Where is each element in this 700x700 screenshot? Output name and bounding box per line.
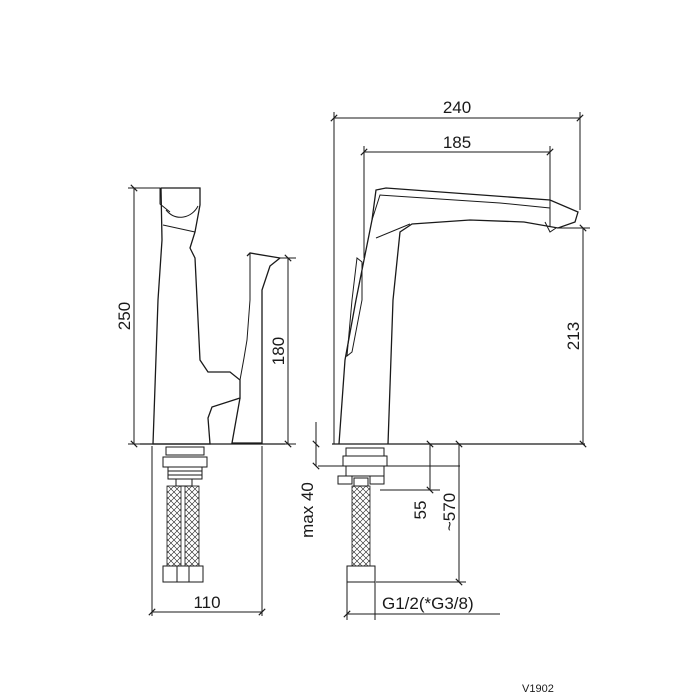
dim-shank-length: 55 — [411, 501, 430, 520]
dim-base-depth: 110 — [193, 593, 220, 612]
side-view-hoses — [162, 485, 204, 583]
dim-handle-height: 180 — [269, 337, 288, 365]
side-view-handle — [231, 252, 282, 444]
front-view: 240 185 213 max 40 55 ~570 G1/2(*G3/8) — [298, 98, 590, 620]
dim-max-thickness: max 40 — [298, 482, 317, 538]
model-label: V1902 — [522, 683, 554, 695]
front-view-body — [338, 187, 579, 445]
dim-hose-length: ~570 — [440, 493, 459, 531]
side-view-shank — [162, 446, 208, 487]
dim-thread: G1/2(*G3/8) — [382, 594, 474, 613]
front-view-lever — [346, 257, 363, 358]
dim-spout-reach: 185 — [443, 133, 471, 152]
side-view: 250 180 110 — [115, 184, 296, 616]
dim-height-total: 250 — [115, 302, 134, 330]
front-view-hose — [346, 485, 376, 583]
front-view-shank — [337, 447, 388, 487]
side-view-body — [152, 187, 241, 445]
dim-width-total: 240 — [443, 98, 471, 117]
dim-spout-height: 213 — [564, 322, 583, 350]
